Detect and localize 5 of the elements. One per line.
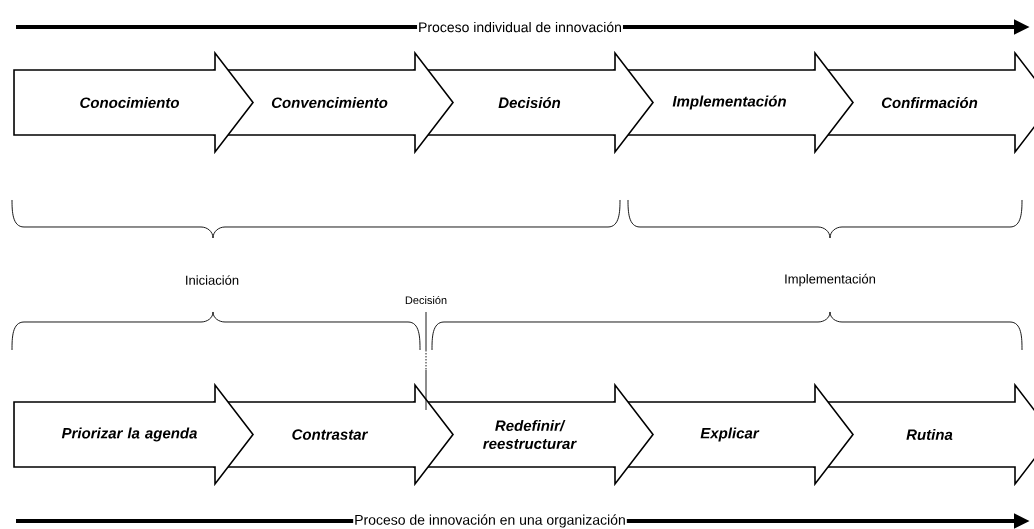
- phase-label: Implementación: [783, 272, 877, 288]
- process-label: Proceso de innovación en una organización: [353, 513, 627, 529]
- phase-label: Decisión: [403, 294, 449, 306]
- process-label: Proceso individual de innovación: [417, 20, 623, 34]
- phase-label: Iniciación: [183, 274, 241, 286]
